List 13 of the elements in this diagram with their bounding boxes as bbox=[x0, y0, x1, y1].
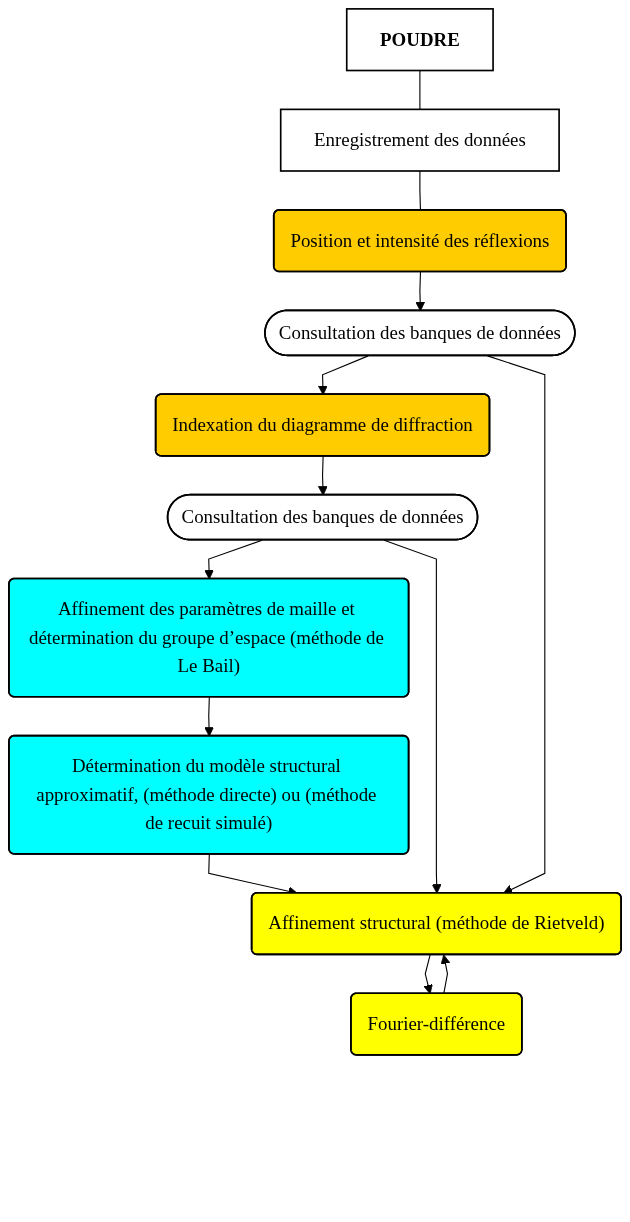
arrow bbox=[383, 539, 442, 894]
connector bbox=[419, 69, 421, 110]
connector bbox=[419, 170, 421, 211]
arrow bbox=[204, 696, 214, 737]
node-box: Enregistrement des données bbox=[279, 108, 560, 172]
arrow bbox=[486, 355, 546, 894]
node-box: POUDRE bbox=[345, 8, 494, 72]
arrow bbox=[415, 271, 426, 312]
arrow bbox=[204, 539, 263, 580]
arrow bbox=[423, 954, 433, 995]
arrow bbox=[440, 954, 451, 995]
arrow bbox=[318, 355, 369, 396]
arrow bbox=[318, 455, 328, 496]
